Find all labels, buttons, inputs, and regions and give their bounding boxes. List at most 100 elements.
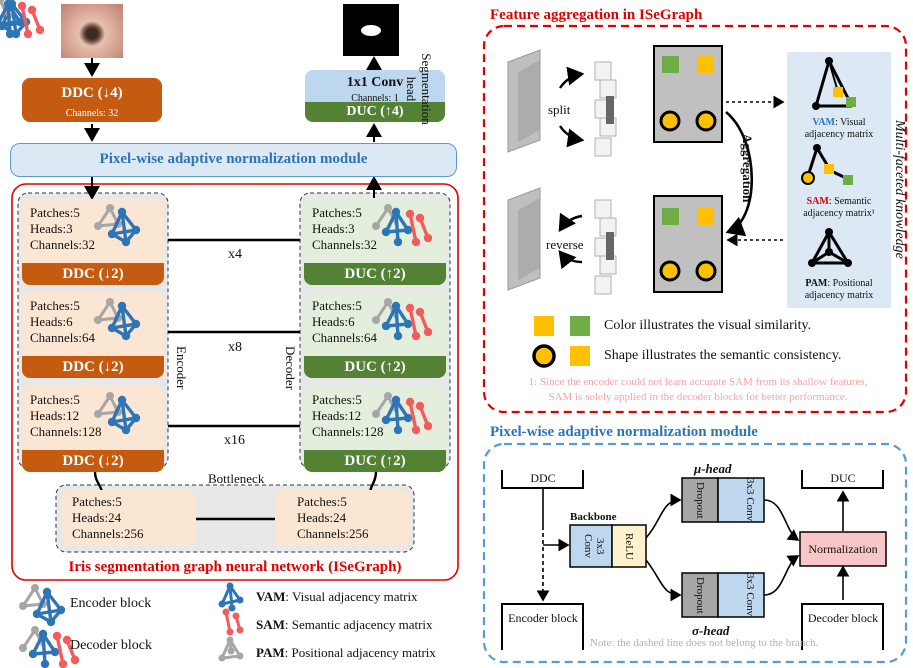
enc3-bar: DDC (↓2) — [22, 450, 164, 472]
pan-encoder-block-label: Encoder block — [508, 611, 578, 625]
dec2-heads: Heads:6 — [312, 314, 355, 329]
dec2-bar: DUC (↑2) — [304, 356, 446, 378]
vam-text: : Visual adjacency matrix — [285, 589, 418, 604]
enc1-heads: Heads:3 — [30, 221, 73, 236]
sam-legend: SAM: Semantic adjacency matrix — [256, 618, 433, 631]
pam-legend-icon — [218, 636, 244, 662]
pam-text: : Positional adjacency matrix — [284, 645, 436, 660]
vam-legend-icon — [218, 582, 244, 612]
footnote-line1: 1: Since the encoder could not learn acc… — [528, 376, 868, 388]
backbone-conv-label: 3x3 Conv — [582, 534, 606, 558]
sam-panel-key: SAM — [806, 196, 829, 207]
vam-key: VAM — [256, 589, 286, 604]
bottleneck-label: Bottleneck — [208, 471, 265, 486]
conv-head-sub: Channels: 1 — [351, 93, 399, 104]
bn-right-patches: Patches:5 — [297, 494, 347, 509]
footnote-line2: SAM is solely applied in the decoder blo… — [548, 391, 848, 403]
ddc-top-sub: Channels: 32 — [65, 108, 119, 119]
isegraph-title: Iris segmentation graph neural network (… — [68, 559, 402, 575]
encoder-label: Encoder — [174, 346, 189, 390]
enc2-patches: Patches:5 — [30, 298, 80, 313]
pan-frame — [482, 442, 908, 664]
pam-panel-text: : Positional — [827, 278, 873, 289]
enc1-bar: DDC (↓2) — [22, 263, 164, 285]
backbone-relu: ReLU — [612, 525, 646, 567]
multi-faceted-label: Multi-faceted knowledge — [892, 120, 907, 259]
backbone-conv: 3x3 Conv — [570, 525, 612, 567]
dec1-heads: Heads:3 — [312, 221, 355, 236]
mu-dropout: Dropout — [682, 478, 718, 522]
feature-aggregation-title: Feature aggregation in ISeGraph — [490, 7, 703, 23]
conv-head-title: 1x1 Conv — [346, 75, 404, 90]
sigma-conv-label: 3x3 Conv — [744, 573, 756, 617]
segmentation-mask-image — [343, 4, 399, 56]
pan-duc-label: DUC — [830, 471, 856, 485]
bn-left-heads: Heads:24 — [72, 510, 122, 525]
bn-left-channels: Channels:256 — [72, 526, 144, 541]
aggregation-label: Aggregation — [740, 134, 755, 203]
pan-bar: Pixel-wise adaptive normalization module — [10, 143, 457, 177]
ddc-top-title: DDC (↓4) — [61, 85, 123, 101]
pam-graph — [808, 228, 852, 267]
pam-panel-key: PAM — [805, 278, 828, 289]
isegraph-frame — [11, 183, 459, 581]
mu-conv-label: 3x3 Conv — [744, 478, 756, 522]
x8-label: x8 — [228, 340, 242, 355]
pan-bar-label: Pixel-wise adaptive normalization module — [99, 151, 368, 167]
split-label: split — [548, 102, 571, 117]
encoder-block-legend: Encoder block — [70, 596, 152, 611]
color-legend-text: Color illustrates the visual similarity. — [604, 318, 812, 333]
mu-conv: 3x3 Conv — [718, 478, 764, 522]
dec2-patches: Patches:5 — [312, 298, 362, 313]
vam-panel-text: : Visual — [834, 117, 866, 128]
duc-top-bar: DUC (↑4) — [305, 102, 445, 122]
bn-right-channels: Channels:256 — [297, 526, 369, 541]
dec3-patches: Patches:5 — [312, 392, 362, 407]
enc1-patches: Patches:5 — [30, 205, 80, 220]
sigma-head-label: σ-head — [692, 623, 730, 638]
feature-map-bottom — [507, 187, 541, 291]
vam-panel-key: VAM — [812, 117, 835, 128]
dec3-heads: Heads:12 — [312, 408, 362, 423]
sam-panel-text: : Semantic — [828, 196, 872, 207]
enc2-channels: Channels:64 — [30, 330, 95, 345]
sam-key: SAM — [256, 617, 285, 632]
dec1-patches: Patches:5 — [312, 205, 362, 220]
sigma-dropout-label: Dropout — [694, 576, 706, 614]
decoder-label: Decoder — [283, 346, 298, 391]
eye-image — [61, 4, 123, 58]
pan-ddc-label: DDC — [530, 471, 556, 485]
ddc-top-block: DDC (↓4) Channels: 32 — [22, 78, 162, 122]
pam-panel-text2: adjacency matrix — [804, 290, 874, 301]
pan-decoder-block-label: Decoder block — [807, 611, 879, 625]
pam-legend: PAM: Positional adjacency matrix — [256, 646, 436, 659]
enc3-channels: Channels:128 — [30, 424, 102, 439]
vam-panel-text2: adjacency matrix — [804, 129, 874, 140]
backbone-label: Backbone — [570, 511, 617, 523]
mu-head-label: μ-head — [694, 461, 732, 476]
mu-dropout-label: Dropout — [694, 481, 706, 519]
bn-left-patches: Patches:5 — [72, 494, 122, 509]
enc2-heads: Heads:6 — [30, 314, 73, 329]
pam-key: PAM — [256, 645, 285, 660]
sigma-conv: 3x3 Conv — [718, 573, 764, 617]
dec3-channels: Channels:128 — [312, 424, 384, 439]
dec2-channels: Channels:64 — [312, 330, 377, 345]
dec1-bar: DUC (↑2) — [304, 263, 446, 285]
sam-panel-text2: adjacency matrix¹ — [803, 208, 875, 219]
sam-text: : Semantic adjacency matrix — [284, 617, 433, 632]
dec3-bar: DUC (↑2) — [304, 450, 446, 472]
sam-graph — [801, 144, 853, 185]
pan-note: Note: the dashed line does not belong to… — [590, 637, 819, 649]
dec1-channels: Channels:32 — [312, 237, 377, 252]
normalization-label: Normalization — [808, 542, 878, 556]
